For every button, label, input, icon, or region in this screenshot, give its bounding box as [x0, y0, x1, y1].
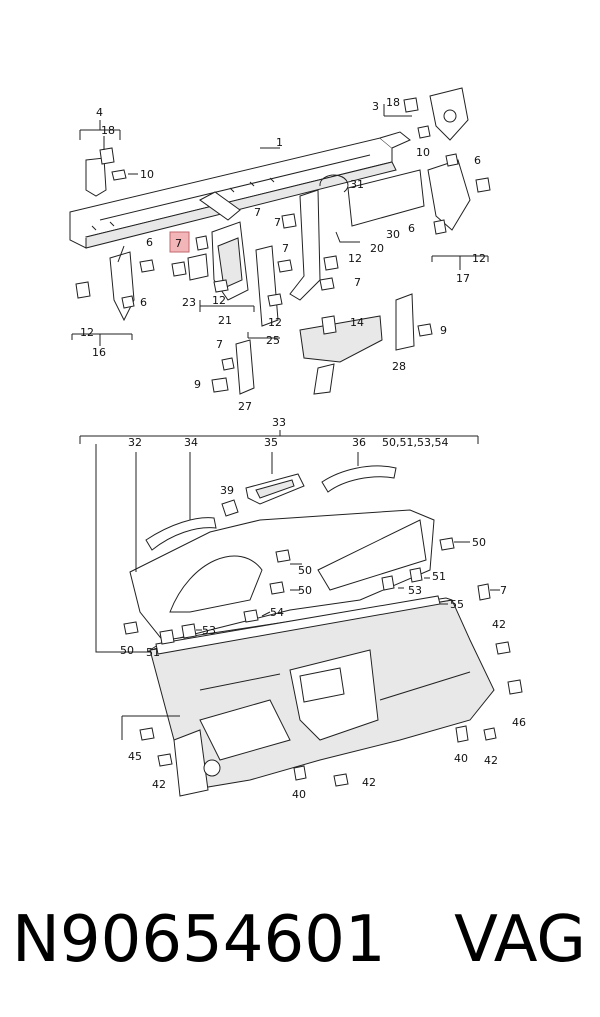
bracket-part-20 [281, 189, 339, 301]
callout-40: 40 [454, 752, 468, 765]
callout-53: 53 [408, 584, 422, 597]
callout-50: 50 [472, 536, 486, 549]
callout-21: 21 [218, 314, 232, 327]
bracket-part-21 [211, 221, 249, 301]
callout-33: 33 [272, 416, 286, 429]
bracket-part-28 [299, 293, 433, 395]
callout-25: 25 [266, 334, 280, 347]
callout-42: 42 [484, 754, 498, 767]
callout-7: 7 [274, 216, 281, 229]
callout-3: 3 [372, 100, 379, 113]
callout-9: 9 [440, 324, 447, 337]
screws-and-clips-lower [121, 537, 523, 787]
brand-label: VAG [454, 903, 586, 977]
dashboard-part [129, 509, 495, 797]
callout-34: 34 [184, 436, 198, 449]
exploded-parts-diagram: 4 18 10 1 3 18 10 6 31 7 7 6 7 30 6 20 7… [69, 87, 526, 801]
ring-part-31 [319, 174, 349, 193]
callout-7: 7 [175, 237, 182, 250]
callout-10: 10 [416, 146, 430, 159]
callout-17: 17 [456, 272, 470, 285]
callout-12: 12 [268, 316, 282, 329]
callout-50: 50 [298, 584, 312, 597]
callout-51: 51 [432, 570, 446, 583]
bracket-part-25 [255, 245, 293, 327]
callout-6: 6 [408, 222, 415, 235]
bracket-part-16 [75, 245, 155, 322]
callout-6: 6 [146, 236, 153, 249]
callout-14: 14 [350, 316, 364, 329]
callout-55: 55 [450, 598, 464, 611]
callout-1: 1 [276, 136, 283, 149]
callout-36: 36 [352, 436, 366, 449]
callout-labels: 4 18 10 1 3 18 10 6 31 7 7 6 7 30 6 20 7… [80, 96, 526, 801]
callout-46: 46 [512, 716, 526, 729]
callout-4: 4 [96, 106, 103, 119]
callout-42: 42 [362, 776, 376, 789]
callout-18: 18 [101, 124, 115, 137]
callout-40: 40 [292, 788, 306, 801]
bracket-part-3 [403, 87, 469, 141]
callout-51: 51 [146, 646, 160, 659]
callout-42: 42 [492, 618, 506, 631]
callout-28: 28 [392, 360, 406, 373]
bracket-part-4 [85, 147, 138, 197]
clip-part-39 [221, 499, 239, 517]
callout-6: 6 [474, 154, 481, 167]
callout-54: 54 [270, 606, 284, 619]
callout-23: 23 [182, 296, 196, 309]
cross-member-part [69, 131, 411, 249]
callout-12: 12 [80, 326, 94, 339]
bracket-part-27 [211, 339, 255, 395]
callout-12: 12 [472, 252, 486, 265]
vent-part-35 [245, 473, 305, 505]
callout-27: 27 [238, 400, 252, 413]
callout-16: 16 [92, 346, 106, 359]
callout-7: 7 [500, 584, 507, 597]
callout-30: 30 [386, 228, 400, 241]
callout-53: 53 [202, 624, 216, 637]
grab-handle-part-36 [321, 465, 397, 493]
leader-lines [71, 104, 500, 653]
callout-32: 32 [128, 436, 142, 449]
grab-handle-part-34 [145, 517, 217, 551]
caption-bar: N90654601 VAG [0, 890, 600, 990]
callout-42: 42 [152, 778, 166, 791]
part-number: N90654601 [12, 903, 386, 977]
callout-12: 12 [212, 294, 226, 307]
callout-35: 35 [264, 436, 278, 449]
callout-31: 31 [350, 178, 364, 191]
callout-18: 18 [386, 96, 400, 109]
callout-7: 7 [354, 276, 361, 289]
callout-50: 50 [298, 564, 312, 577]
bracket-part-23 [171, 235, 209, 281]
callout-50-51-53-54: 50,51,53,54 [382, 436, 448, 449]
callout-39: 39 [220, 484, 234, 497]
pad-part-30 [347, 169, 425, 227]
callout-10: 10 [140, 168, 154, 181]
callout-7: 7 [282, 242, 289, 255]
highlight-box [169, 231, 190, 253]
callout-9: 9 [194, 378, 201, 391]
callout-45: 45 [128, 750, 142, 763]
callout-7: 7 [254, 206, 261, 219]
callout-50: 50 [120, 644, 134, 657]
bracket-part-17 [427, 153, 491, 235]
callout-6: 6 [140, 296, 147, 309]
callout-12: 12 [348, 252, 362, 265]
callout-20: 20 [370, 242, 384, 255]
callout-7: 7 [216, 338, 223, 351]
